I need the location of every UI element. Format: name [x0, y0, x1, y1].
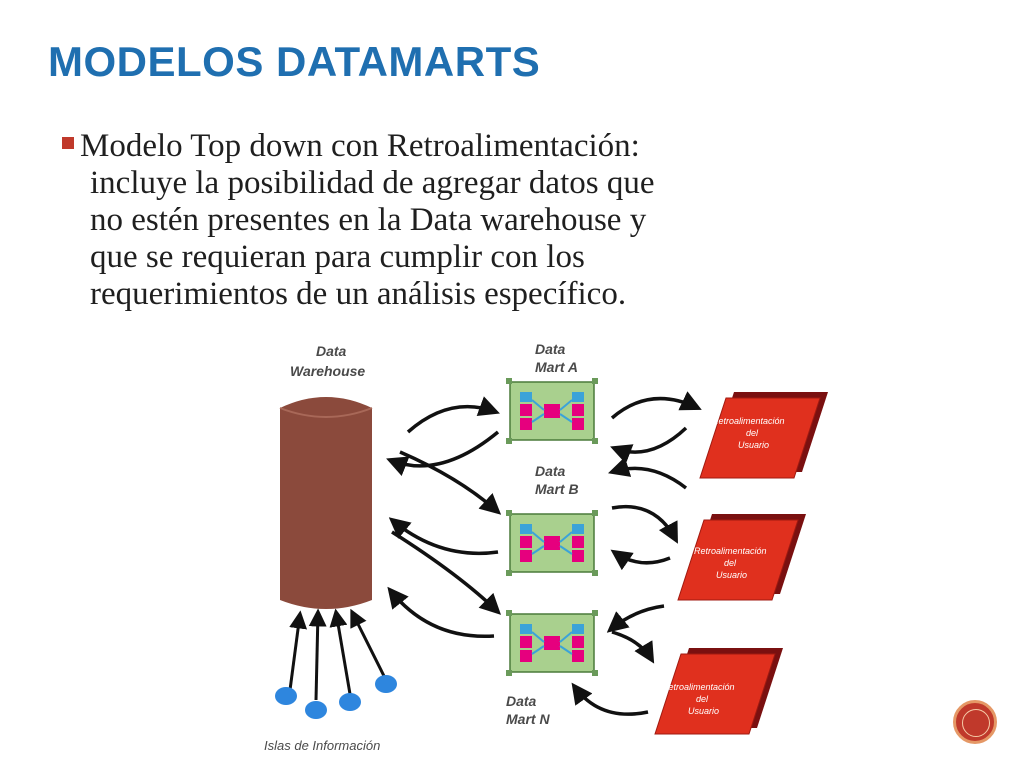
mart-n-label-line2: Mart N [506, 711, 550, 727]
data-warehouse-cylinder [279, 397, 373, 609]
next-slide-button[interactable] [953, 700, 997, 744]
island-dot-4 [375, 675, 397, 693]
arrow-feedback-to-mart-b [610, 549, 671, 571]
dw-label-line2: Warehouse [290, 363, 365, 379]
feedback-3-line3: Usuario [688, 706, 719, 716]
arrow-mart-a-to-dw [386, 430, 500, 476]
feedback-box-2 [677, 513, 807, 601]
arrow-mart-b-to-dw [388, 517, 499, 556]
feedback-2-line1: Retroalimentación [694, 546, 767, 556]
mart-a-label-line2: Mart A [535, 359, 578, 375]
data-mart-n [505, 609, 599, 677]
feedback-2-line2: del [724, 558, 737, 568]
feedback-3-line2: del [696, 694, 709, 704]
feedback-2-line3: Usuario [716, 570, 747, 580]
arrow-island-2 [308, 608, 327, 701]
body-line-5: requerimientos de un análisis específico… [90, 276, 627, 312]
arrow-mart-n-to-dw [387, 586, 495, 639]
data-mart-a [505, 377, 599, 445]
arrow-mart-b-to-feedback [611, 504, 678, 544]
body-line-1: Modelo Top down con Retroalimentación: [62, 128, 922, 165]
body-line-4: que se requieran para cumplir con los [90, 239, 585, 275]
slide-title: MODELOS DATAMARTS [48, 38, 541, 85]
dw-label-line1: Data [316, 343, 347, 359]
arrow-mart-n-to-feedback [611, 630, 655, 664]
arrow-dw-to-mart-b [399, 450, 502, 515]
mart-n-label-line1: Data [506, 693, 537, 709]
island-dot-3 [339, 693, 361, 711]
feedback-1-line3: Usuario [738, 440, 769, 450]
arrow-feedback-3-to-mart-n [571, 682, 649, 716]
mart-a-label-line1: Data [535, 341, 566, 357]
island-dot-2 [305, 701, 327, 719]
islands-group: Islas de Información [264, 608, 397, 753]
body-line-2: incluye la posibilidad de agregar datos … [90, 165, 655, 201]
arrow-island-1 [288, 610, 308, 691]
arrow-dw-to-mart-n [391, 530, 502, 615]
arrow-feedback-to-mart-n [606, 604, 665, 633]
islands-label: Islas de Información [264, 738, 380, 753]
feedback-1-line2: del [746, 428, 759, 438]
mart-feedback-arrows [571, 391, 702, 716]
bullet-icon [62, 137, 74, 150]
arrow-feedback-to-mart-a-2 [607, 456, 688, 490]
feedback-box-1 [699, 391, 829, 479]
dw-mart-arrows [386, 396, 502, 639]
island-dot-1 [275, 687, 297, 705]
feedback-3-line1: Retroalimentación [662, 682, 735, 692]
arrow-feedback-to-mart-a [610, 426, 688, 464]
arrow-mart-a-to-feedback [610, 391, 702, 420]
arrow-island-4 [350, 608, 386, 677]
body-text: Modelo Top down con Retroalimentación: i… [62, 128, 922, 336]
data-mart-b [505, 509, 599, 577]
mart-b-label-line2: Mart B [535, 481, 579, 497]
arrow-dw-to-mart-a [406, 396, 500, 434]
mart-b-label-line1: Data [535, 463, 566, 479]
arrow-island-3 [329, 608, 352, 695]
body-line-3: no estén presentes en la Data warehouse … [90, 202, 647, 238]
feedback-1-line1: Retroalimentación [712, 416, 785, 426]
